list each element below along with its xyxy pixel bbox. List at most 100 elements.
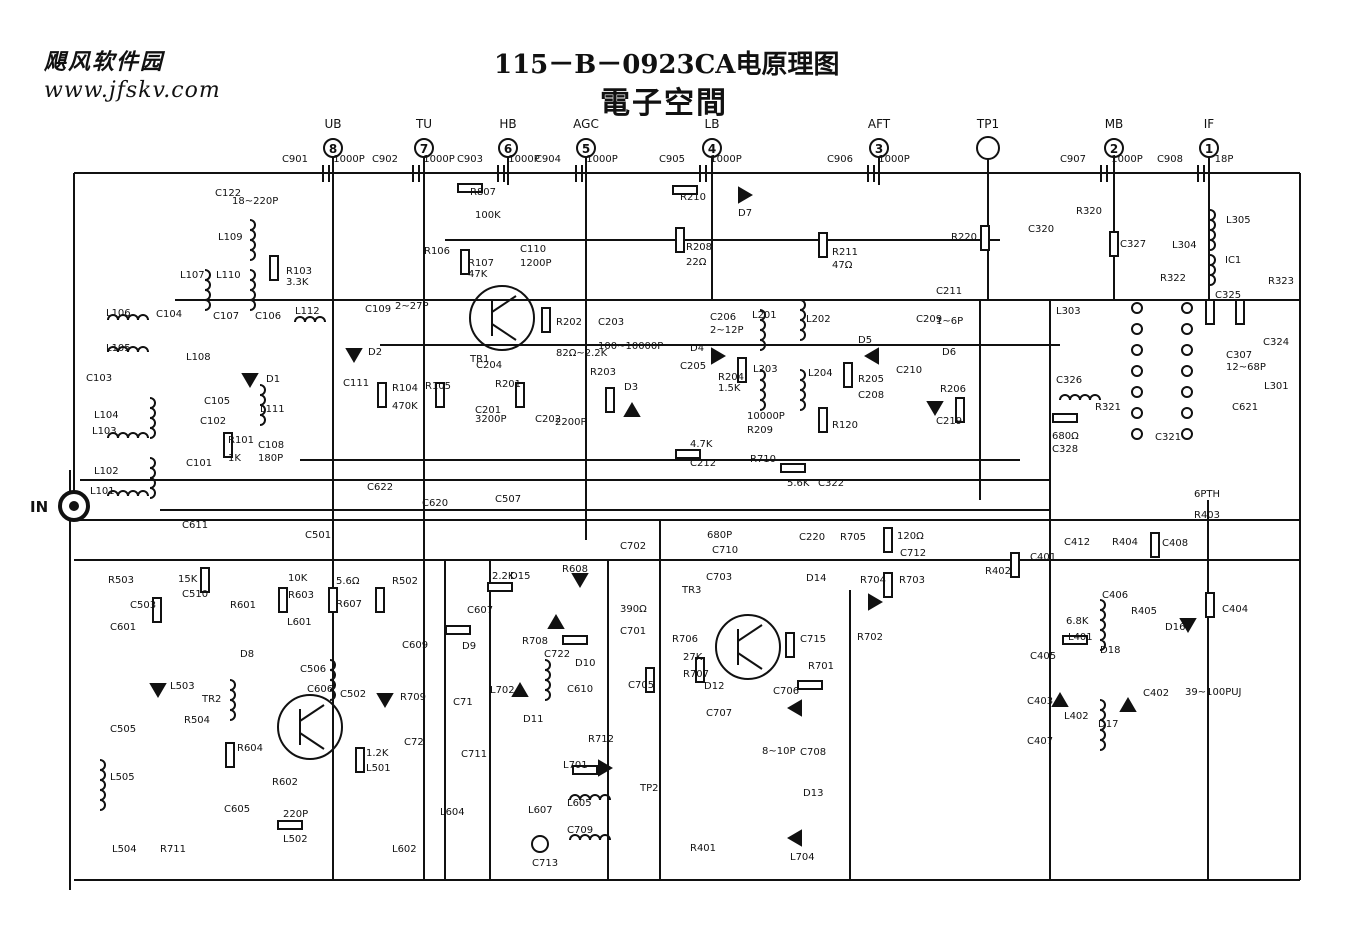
- ic-pin-left: [1131, 302, 1143, 314]
- component-label: R706: [672, 634, 698, 645]
- component-label: L202: [806, 314, 831, 325]
- component-label: C105: [204, 396, 230, 407]
- resistor: [843, 362, 853, 388]
- resistor: [955, 397, 965, 423]
- component-label: C204: [476, 360, 502, 371]
- component-label: C507: [495, 494, 521, 505]
- component-label: R201: [495, 379, 521, 390]
- component-label: L602: [392, 844, 417, 855]
- component-label: C407: [1027, 736, 1053, 747]
- inductor-coil: [759, 369, 766, 411]
- resistor: [818, 407, 828, 433]
- component-label: C201: [475, 405, 501, 416]
- component-label: C307: [1226, 350, 1252, 361]
- component-label: D17: [1098, 719, 1118, 730]
- component-label: C708: [800, 747, 826, 758]
- ic-pin-right: [1181, 428, 1193, 440]
- resistor: [1052, 413, 1078, 423]
- component-label: R503: [108, 575, 134, 586]
- terminal-name: UB: [324, 117, 341, 131]
- component-label: 5.6Ω: [336, 576, 360, 587]
- cap-name: C903: [457, 154, 483, 165]
- component-label: 1200P: [520, 258, 551, 269]
- terminal-number: 6: [504, 142, 512, 156]
- inductor-coil: [229, 679, 236, 721]
- component-label: D1: [266, 374, 280, 385]
- resistor: [435, 382, 445, 408]
- transistor-lead: [491, 323, 517, 341]
- component-label: L108: [186, 352, 211, 363]
- component-label: 47Ω: [832, 260, 853, 271]
- diode: [1119, 697, 1137, 712]
- component-label: R208: [686, 242, 712, 253]
- component-label: 10000P: [747, 411, 785, 422]
- inductor-coil: [259, 384, 266, 426]
- component-label: 1~6P: [936, 316, 963, 327]
- component-label: C103: [86, 373, 112, 384]
- component-label: R204: [718, 372, 744, 383]
- terminal-pin: [869, 138, 889, 158]
- transistor-lead: [299, 704, 325, 722]
- component-label: C712: [900, 548, 926, 559]
- component-label: C111: [343, 378, 369, 389]
- diode: [711, 347, 726, 365]
- cap-name: C901: [282, 154, 308, 165]
- resistor: [672, 185, 698, 195]
- component-label: C108: [258, 440, 284, 451]
- component-label: D18: [1100, 645, 1120, 656]
- component-label: C502: [340, 689, 366, 700]
- component-label: L305: [1226, 215, 1251, 226]
- input-jack-center: [69, 501, 79, 511]
- inductor-coil: [1209, 254, 1216, 286]
- component-label: TR3: [681, 585, 701, 596]
- component-label: C405: [1030, 651, 1056, 662]
- cap-name: C908: [1157, 154, 1183, 165]
- resistor: [1150, 532, 1160, 558]
- inductor-coil: [1059, 394, 1101, 401]
- diode: [787, 699, 802, 717]
- component-label: R710: [750, 454, 776, 465]
- resistor: [541, 307, 551, 333]
- component-label: L109: [218, 232, 243, 243]
- component-label: L607: [528, 805, 553, 816]
- terminal-number: 5: [582, 142, 590, 156]
- component-label: C722: [544, 649, 570, 660]
- component-label: C706: [773, 686, 799, 697]
- terminal-pin: [1104, 138, 1124, 158]
- inductor-coil: [569, 834, 611, 841]
- resistor: [737, 357, 747, 383]
- component-label: R702: [857, 632, 883, 643]
- component-label: 3200P: [475, 414, 506, 425]
- terminal-name: AFT: [868, 117, 891, 131]
- component-label: R504: [184, 715, 210, 726]
- component-label: R405: [1131, 606, 1157, 617]
- component-label: C713: [532, 858, 558, 869]
- diode: [926, 401, 944, 416]
- diode: [241, 373, 259, 388]
- component-label: R120: [832, 420, 858, 431]
- terminal-number: 1: [1205, 142, 1213, 156]
- ic-pin-right: [1181, 386, 1193, 398]
- resistor: [780, 463, 806, 473]
- inductor-coil: [204, 269, 211, 311]
- component-label: D10: [575, 658, 595, 669]
- component-label: C71: [453, 697, 473, 708]
- component-label: L501: [366, 763, 391, 774]
- component-label: R206: [940, 384, 966, 395]
- component-label: 22Ω: [686, 257, 707, 268]
- component-label: 39~100PUJ: [1185, 687, 1242, 698]
- component-label: 100~10000P: [598, 341, 663, 352]
- terminal-pin: [323, 138, 343, 158]
- component-label: R209: [747, 425, 773, 436]
- component-label: D15: [510, 571, 530, 582]
- component-label: R103: [286, 266, 312, 277]
- component-label: L105: [106, 343, 131, 354]
- component-label: 4.7K: [690, 439, 713, 450]
- inductor-coil: [99, 759, 106, 811]
- component-label: C211: [936, 286, 962, 297]
- component-label: C327: [1120, 239, 1146, 250]
- resistor: [152, 597, 162, 623]
- component-label: C609: [402, 640, 428, 651]
